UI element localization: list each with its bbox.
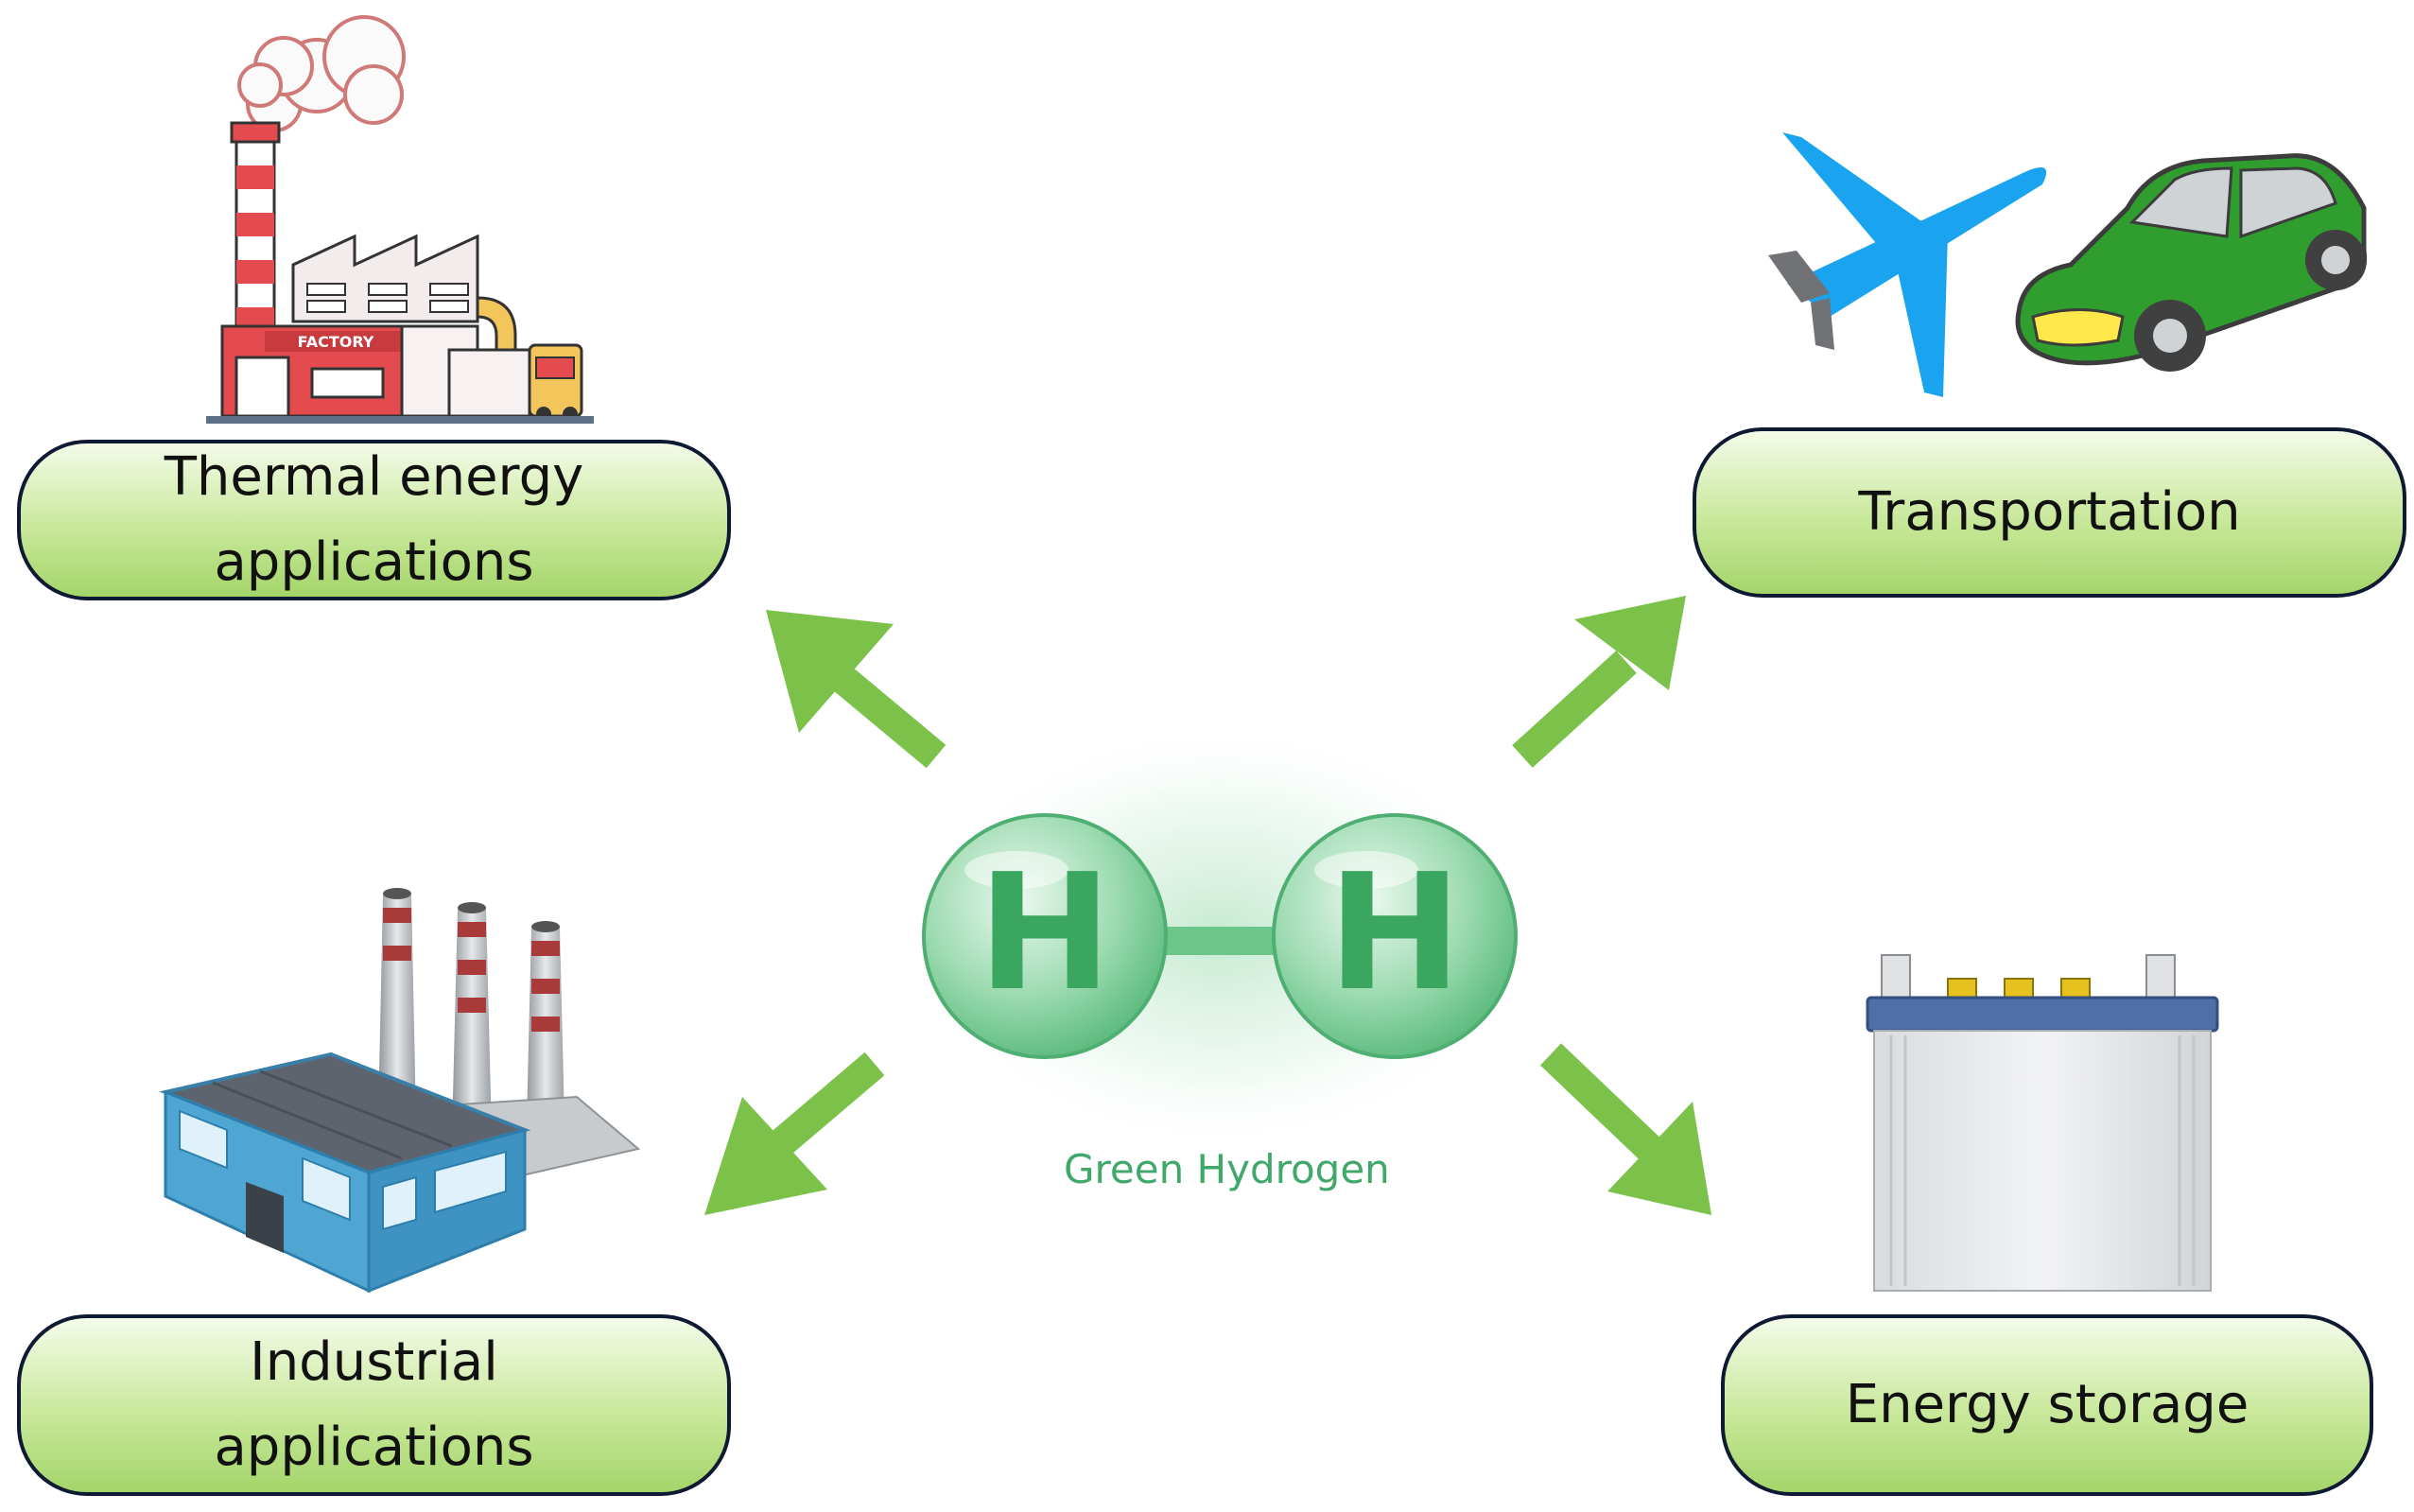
battery-icon [1866,954,2219,1292]
arrow-to-industrial [704,1051,885,1215]
arrow-to-storage [1539,1043,1711,1215]
arrow-to-thermal [766,610,946,769]
arrow-to-transportation [1512,596,1686,768]
atom-symbol-right: H [1328,840,1462,1027]
thermal-energy-label-line1: Thermal energy [164,446,584,508]
industrial-plant-icon [159,888,641,1294]
thermal-energy-box: Thermal energy applications [17,440,731,600]
airplane-icon [1768,132,2047,397]
car-icon [2015,153,2368,372]
factory-sign: FACTORY [298,333,374,351]
factory-smokestack-icon: FACTORY [206,15,594,424]
hydrogen-molecule: H H [908,719,1532,1154]
energy-storage-label: Energy storage [1845,1374,2249,1435]
atom-symbol-left: H [978,840,1112,1027]
industrial-applications-box: Industrial applications [17,1314,731,1496]
thermal-energy-label-line2: applications [214,531,534,593]
energy-storage-box: Energy storage [1721,1314,2373,1496]
green-hydrogen-caption: Green Hydrogen [1064,1146,1390,1192]
transportation-label: Transportation [1858,481,2241,543]
industrial-label-line1: Industrial [250,1331,498,1393]
transportation-box: Transportation [1693,427,2406,598]
industrial-label-line2: applications [214,1416,534,1478]
